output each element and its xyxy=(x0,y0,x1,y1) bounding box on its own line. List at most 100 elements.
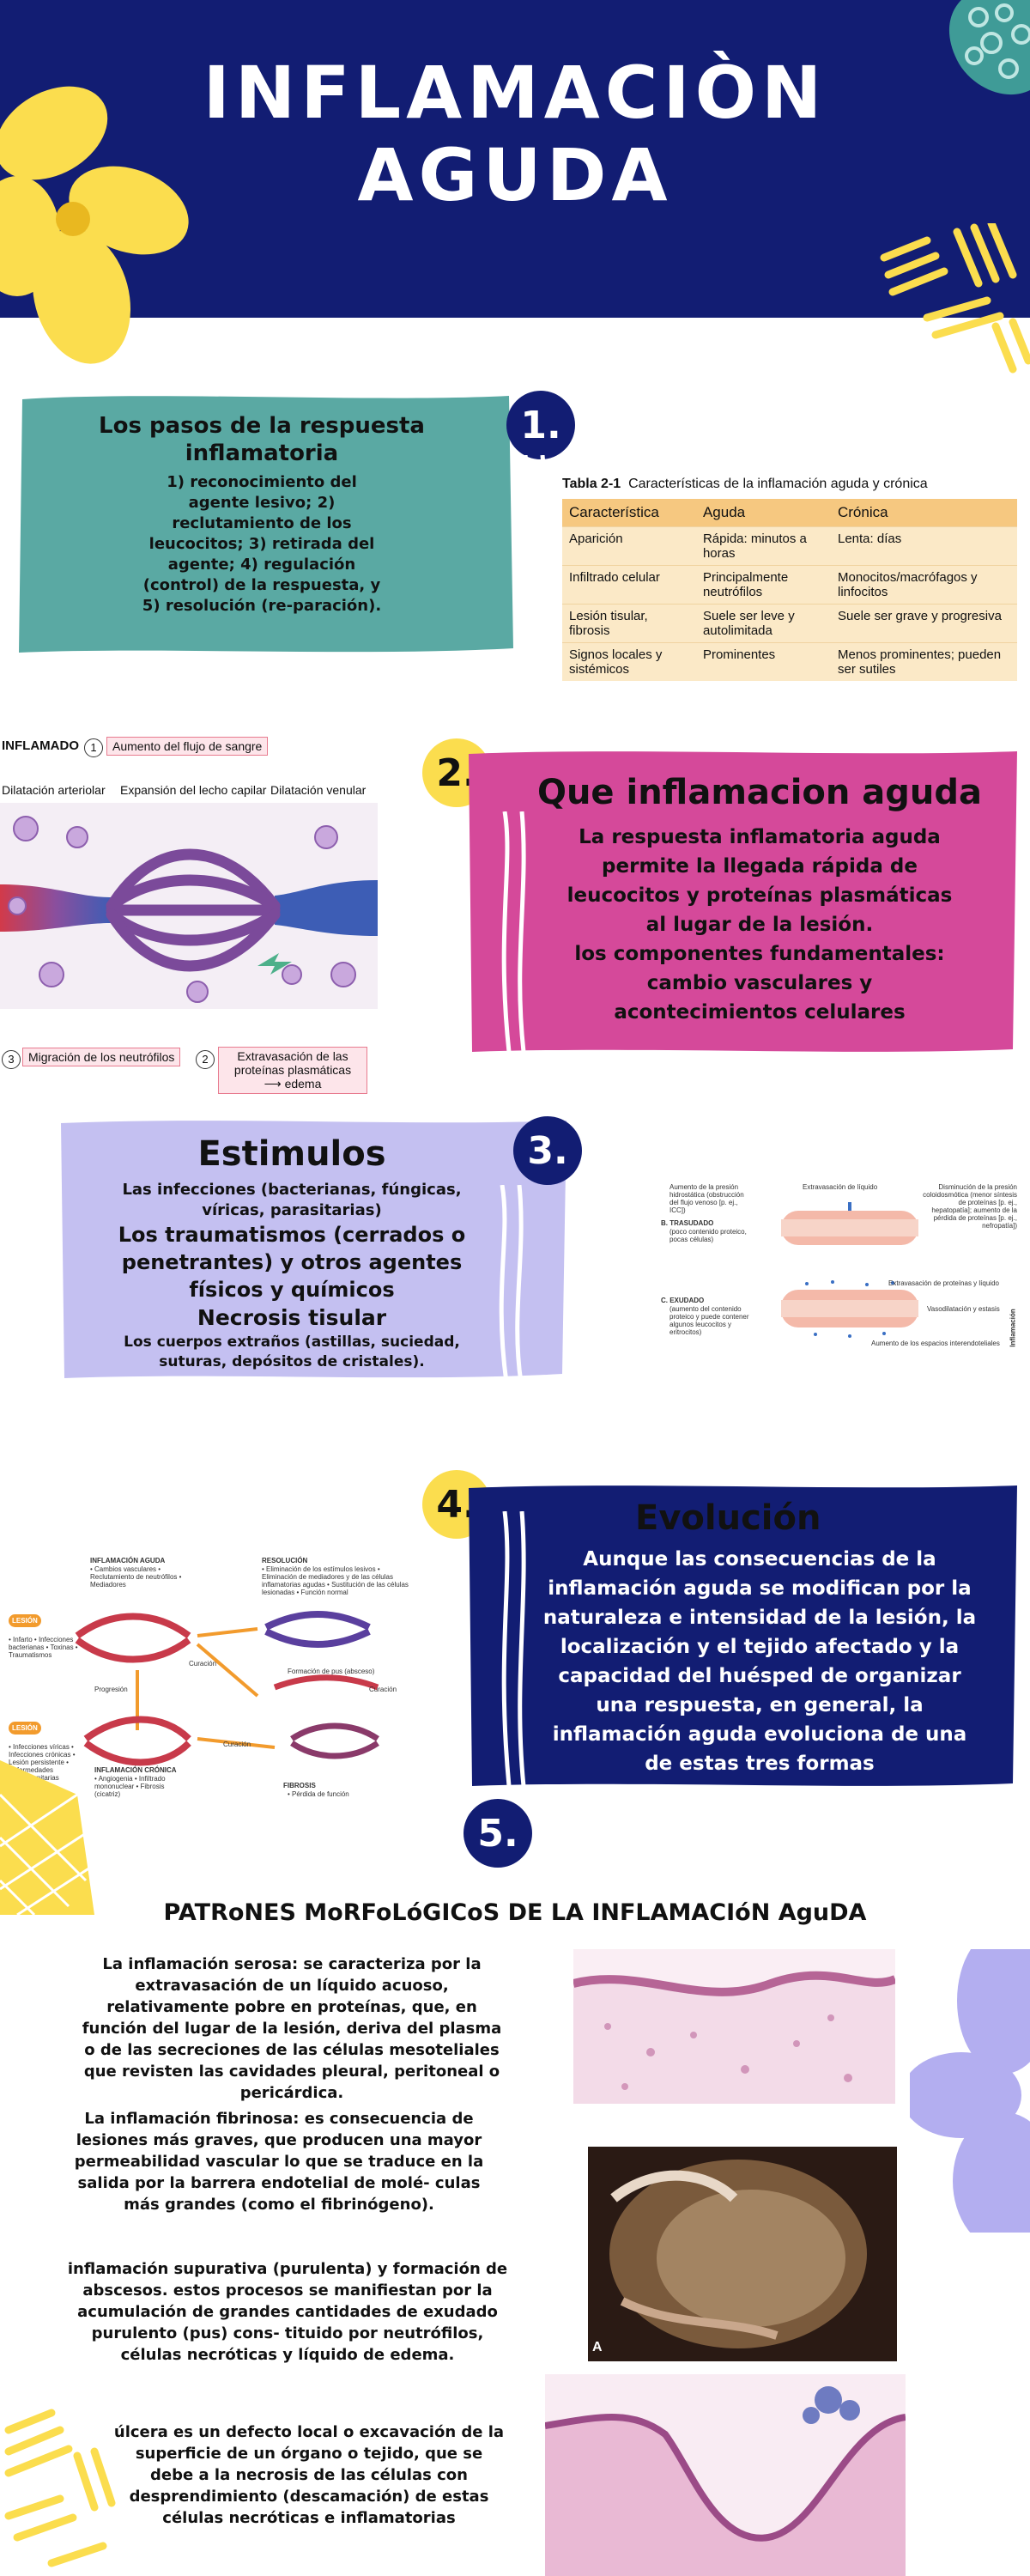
table-header: Característica xyxy=(562,499,696,527)
table-cell: Suele ser grave y progresiva xyxy=(830,604,1017,643)
table-caption-number: Tabla 2-1 xyxy=(562,477,621,491)
fig-label-hydrostatic: Aumento de la presión hidrostática (obst… xyxy=(670,1183,744,1214)
pattern-suppurative-text: inflamación supurativa (purulenta) y for… xyxy=(67,2260,508,2364)
section3-title: Estimulos xyxy=(197,1134,386,1174)
vascular-changes-diagram: INFLAMADO 1 Aumento del flujo de sangre … xyxy=(0,734,378,1095)
table-row: Aparición Rápida: minutos a horas Lenta:… xyxy=(562,526,1017,566)
table-cell: Signos locales y sistémicos xyxy=(562,642,696,681)
section2-text-2: los componentes fundamentales: cambio va… xyxy=(574,943,945,1024)
section1-squiggle-decoration xyxy=(522,455,547,661)
exudate-vessel xyxy=(781,1280,918,1338)
outcome-chronic-list: • Angiogenia • Infiltrado mononuclear • … xyxy=(94,1775,166,1798)
table-cell: Suele ser leve y autolimitada xyxy=(695,604,831,643)
outcomes-illustration xyxy=(75,1611,379,1766)
fig-label-transudate: B. TRASUDADO xyxy=(661,1219,714,1227)
table-header: Crónica xyxy=(830,499,1017,527)
photo-panel-label: A xyxy=(592,2340,603,2354)
table-header: Aguda xyxy=(695,499,831,527)
fig-label-transudate-sub: (poco contenido proteico, pocas células) xyxy=(670,1228,747,1243)
section1-card-bg xyxy=(19,396,513,653)
table-cell: Monocitos/macrófagos y linfocitos xyxy=(830,565,1017,605)
section1-title: Los pasos de la respuesta inflamatoria xyxy=(99,413,425,466)
section1-card: Los pasos de la respuesta inflamatoria 1… xyxy=(34,397,489,632)
pattern-serous: La inflamación serosa: se caracteriza po… xyxy=(77,1953,506,2104)
section4-card: Evolución Aunque las consecuencias de la… xyxy=(515,1481,1004,1794)
table-caption: Tabla 2-1 Características de la inflamac… xyxy=(562,477,1017,492)
diagram-label-venular: Dilatación venular xyxy=(270,783,367,797)
diagram-label-extravasation: Extravasación de las proteínas plasmátic… xyxy=(218,1047,367,1094)
title-line-1: Inflamaciòn xyxy=(203,51,827,135)
diagram-step-badge: 2 xyxy=(196,1050,215,1069)
diagram-label-inflamado: INFLAMADO xyxy=(2,738,79,753)
outcome-fibrosis-title: FIBROSIS xyxy=(283,1782,316,1789)
fig-label-inflammation: Inflamación xyxy=(1009,1309,1017,1347)
pattern-ulcer: úlcera es un defecto local o excavación … xyxy=(112,2421,506,2529)
table-cell: Prominentes xyxy=(695,642,831,681)
section4-text: Aunque las consecuencias de la inflamaci… xyxy=(542,1548,977,1775)
pattern-fibrinous-text: La inflamación fibrinosa: es consecuenci… xyxy=(74,2110,484,2214)
table-cell: Infiltrado celular xyxy=(562,565,696,605)
table-caption-text: Características de la inflamación aguda … xyxy=(628,477,928,491)
fig-label-exudate: C. EXUDADO xyxy=(661,1297,705,1304)
section1-table-figure: Tabla 2-1 Características de la inflamac… xyxy=(562,477,1017,681)
table-cell: Aparición xyxy=(562,526,696,566)
diagram-step-badge: 3 xyxy=(2,1050,21,1069)
fig-label-vasodilation: Vasodilatación y estasis xyxy=(927,1305,1000,1313)
section5-number-badge: 5. xyxy=(464,1799,532,1868)
outcome-healing: Curación xyxy=(189,1660,217,1668)
outcome-fibrosis-list: • Pérdida de función xyxy=(288,1790,349,1798)
fig-label-fluid: Extravasación de líquido xyxy=(803,1183,878,1191)
yellow-dashes-decoration xyxy=(4,2409,116,2567)
fibrinous-gross-image xyxy=(588,2147,897,2361)
purple-flower-decoration xyxy=(910,1949,1030,2233)
section2-card-bg xyxy=(469,751,1017,1052)
pattern-fibrinous: La inflamación fibrinosa: es consecuenci… xyxy=(64,2108,494,2215)
section3-card: Estimulos Las infecciones (bacterianas, … xyxy=(73,1118,511,1388)
outcome-chronic-title: INFLAMACIÓN CRÓNICA xyxy=(94,1766,177,1774)
transudate-vessel xyxy=(781,1202,918,1245)
fig-label-protein-fluid: Extravasación de proteínas y líquido xyxy=(888,1279,999,1287)
section4-title: Evolución xyxy=(635,1498,821,1538)
fig-label-interendothelial: Aumento de los espacios interendoteliale… xyxy=(871,1340,1000,1347)
serous-histology-image xyxy=(573,1949,895,2104)
outcome-acute-list: • Cambios vasculares • Reclutamiento de … xyxy=(90,1565,182,1589)
table-cell: Lenta: días xyxy=(830,526,1017,566)
outcome-healing: Curación xyxy=(369,1686,397,1693)
title-line-2: Aguda xyxy=(357,133,673,217)
stimulus-foreign-bodies: Los cuerpos extraños (astillas, suciedad… xyxy=(124,1334,460,1370)
section3-number-badge: 3. xyxy=(513,1116,582,1185)
table-cell: Menos prominentes; pueden ser sutiles xyxy=(830,642,1017,681)
ulcer-histology-image xyxy=(545,2374,906,2576)
pattern-serous-text: La inflamación serosa: se caracteriza po… xyxy=(82,1955,502,2102)
diagram-step-badge: 1 xyxy=(84,738,103,757)
diagram-label-capillary: Expansión del lecho capilar xyxy=(120,783,267,797)
section4-card-bg xyxy=(469,1485,1017,1786)
header-banner xyxy=(0,0,1030,318)
section4-squiggle-decoration xyxy=(501,1511,526,1786)
diagram-label-arteriolar: Dilatación arteriolar xyxy=(2,783,106,797)
diagram-label-flow: Aumento del flujo de sangre xyxy=(106,737,269,756)
yellow-dashes-decoration xyxy=(880,223,1030,374)
capillary-bed-illustration xyxy=(0,803,378,1009)
table-cell: Lesión tisular, fibrosis xyxy=(562,604,696,643)
outcome-lesion-list: • Infarto • Infecciones bacterianas • To… xyxy=(9,1636,78,1659)
table-row: Infiltrado celular Principalmente neutró… xyxy=(562,565,1017,605)
page-title: Inflamaciòn Aguda xyxy=(0,52,1030,216)
outcome-lesion2-badge: LESIÓN xyxy=(9,1722,41,1735)
outcome-progression: Progresión xyxy=(94,1686,128,1693)
section2-title: Que inflamacion aguda xyxy=(536,773,983,812)
pattern-ulcer-text: úlcera es un defecto local o excavación … xyxy=(113,2423,505,2527)
inflammation-outcomes-diagram: INFLAMACIÓN AGUDA • Cambios vasculares •… xyxy=(9,1550,438,1807)
outcome-abscess: Formación de pus (absceso) xyxy=(288,1668,375,1675)
table-row: Lesión tisular, fibrosis Suele ser leve … xyxy=(562,604,1017,643)
stimulus-infections: Las infecciones (bacterianas, fúngicas, … xyxy=(122,1181,462,1219)
table-row: Signos locales y sistémicos Prominentes … xyxy=(562,642,1017,681)
outcome-resolution-title: RESOLUCIÓN xyxy=(262,1557,308,1564)
yellow-diamond-decoration xyxy=(0,1760,94,1915)
section1-number-badge: 1. xyxy=(506,391,575,459)
fig-label-exudate-sub: (aumento del contenido proteico y puede … xyxy=(670,1305,749,1336)
diagram-label-migration: Migración de los neutrófilos xyxy=(22,1048,181,1066)
section2-card: Que inflamacion aguda La respuesta infla… xyxy=(506,756,1013,1042)
outcome-resolution-list: • Eliminación de los estímulos lesivos •… xyxy=(262,1565,409,1596)
section5-title: PATRoNES MoRFoLóGICoS DE LA INFLAMACIóN … xyxy=(163,1899,867,1926)
